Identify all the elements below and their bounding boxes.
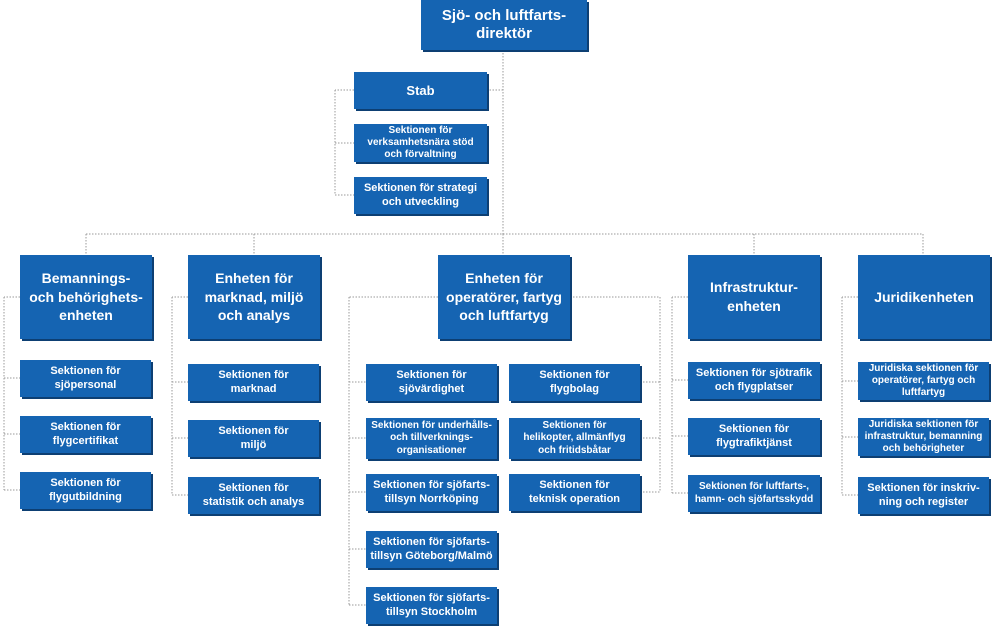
unit-juridik: Juridikenheten xyxy=(858,255,990,339)
section-juridik-infrastruktur: Juridiska sektionen för infrastruktur, b… xyxy=(858,418,989,456)
section-statistik: Sektionen för statistik och analys xyxy=(188,477,319,514)
section-flygcertifikat: Sektionen för flygcertifikat xyxy=(20,416,151,453)
section-skydd: Sektionen för luftfarts-, hamn- och sjöf… xyxy=(688,475,820,512)
section-flygbolag: Sektionen för flygbolag xyxy=(509,364,640,401)
section-tillsyn-norrkoping: Sektionen för sjöfarts- tillsyn Norrköpi… xyxy=(366,474,497,511)
section-sjovardighet: Sektionen för sjövärdighet xyxy=(366,364,497,401)
stab-section-support: Sektionen för verksamhetsnära stöd och f… xyxy=(354,124,487,162)
section-inskrivning: Sektionen för inskriv- ning och register xyxy=(858,477,989,514)
stab-section-strategy: Sektionen för strategi och utveckling xyxy=(354,177,487,214)
section-sjotrafik: Sektionen för sjötrafik och flygplatser xyxy=(688,362,820,399)
section-tillsyn-goteborg: Sektionen för sjöfarts- tillsyn Göteborg… xyxy=(366,531,497,568)
unit-marknad: Enheten för marknad, miljö och analys xyxy=(188,255,320,339)
section-sjopersonal: Sektionen för sjöpersonal xyxy=(20,360,151,397)
stab-box: Stab xyxy=(354,72,487,109)
unit-bemanning: Bemannings- och behörighets- enheten xyxy=(20,255,152,339)
section-flygtrafiktjanst: Sektionen för flygtrafiktjänst xyxy=(688,418,820,455)
unit-operatorer: Enheten för operatörer, fartyg och luftf… xyxy=(438,255,570,339)
section-helikopter: Sektionen för helikopter, allmänflyg och… xyxy=(509,418,640,459)
section-marknad: Sektionen för marknad xyxy=(188,364,319,401)
section-miljo: Sektionen för miljö xyxy=(188,420,319,457)
section-juridik-operatorer: Juridiska sektionen för operatörer, fart… xyxy=(858,362,989,400)
section-underhall: Sektionen för underhålls- och tillverkni… xyxy=(366,418,497,459)
section-flygutbildning: Sektionen för flygutbildning xyxy=(20,472,151,509)
unit-infrastruktur: Infrastruktur- enheten xyxy=(688,255,820,339)
section-teknisk-operation: Sektionen för teknisk operation xyxy=(509,474,640,511)
section-tillsyn-stockholm: Sektionen för sjöfarts- tillsyn Stockhol… xyxy=(366,587,497,624)
director-box: Sjö- och luftfarts- direktör xyxy=(421,0,587,50)
